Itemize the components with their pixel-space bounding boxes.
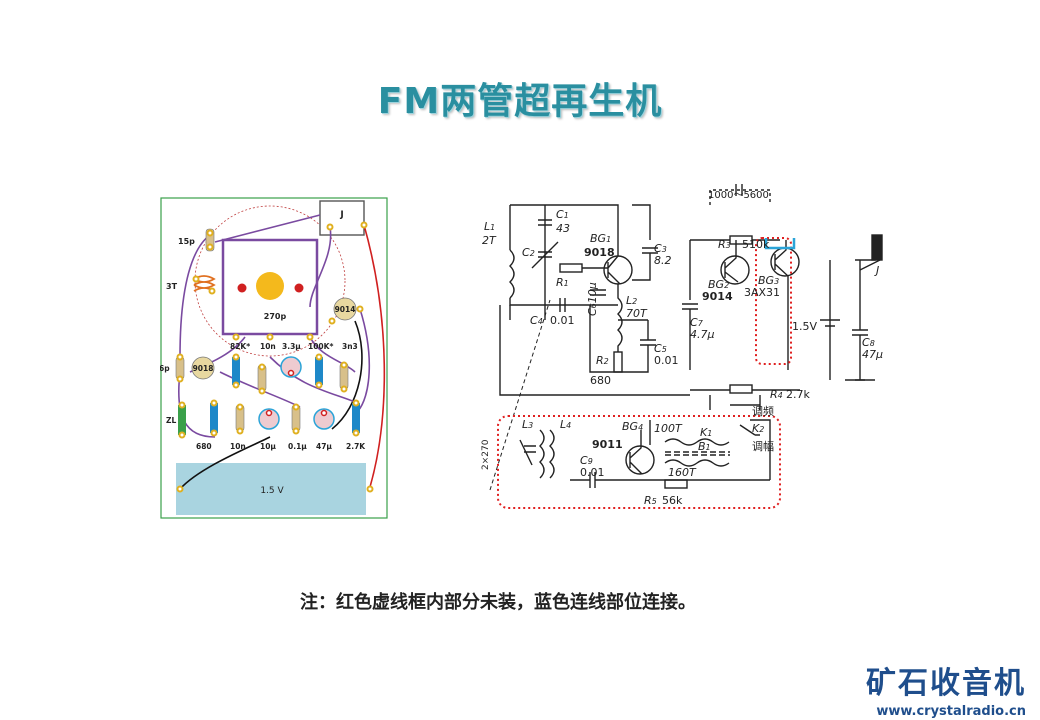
svg-text:9018: 9018 xyxy=(584,246,615,259)
svg-text:1.5V: 1.5V xyxy=(792,320,817,333)
brand-url: www.crystalradio.cn xyxy=(876,704,1026,719)
label-0-1u: 0.1μ xyxy=(288,442,307,451)
label-680: 680 xyxy=(196,442,212,451)
label-82k: 82K* xyxy=(230,342,250,351)
svg-text:C7: C7 xyxy=(690,316,704,329)
label-100k: 100K* xyxy=(308,342,333,351)
svg-text:9014: 9014 xyxy=(702,290,733,303)
svg-text:2×270: 2×270 xyxy=(481,439,491,470)
svg-text:56k: 56k xyxy=(662,494,683,507)
label-9014: 9014 xyxy=(335,305,356,314)
label-9018: 9018 xyxy=(193,364,214,373)
svg-text:2.7k: 2.7k xyxy=(786,388,810,401)
svg-text:9011: 9011 xyxy=(592,438,623,451)
svg-text:1000～5600: 1000～5600 xyxy=(708,190,769,201)
battery-block xyxy=(176,463,366,515)
label-47u: 47μ xyxy=(316,442,332,451)
svg-text:J: J xyxy=(874,264,879,277)
label-jack: J xyxy=(339,210,343,220)
svg-text:R5: R5 xyxy=(644,494,657,507)
svg-text:R4: R4 xyxy=(770,388,783,401)
label-l1: L1 xyxy=(484,220,495,233)
svg-text:C3: C3 xyxy=(654,242,667,255)
svg-text:C8: C8 xyxy=(862,336,875,349)
svg-text:C2: C2 xyxy=(522,246,535,259)
schematic-diagram: L1 2T C1 43 C2 BG1 9018 C3 8.2 R1 C610μ … xyxy=(481,184,883,509)
layout-diagram: 1.5 V 270p J 15p 3T 9014 82K* 10n 3.3μ 1… xyxy=(160,197,388,519)
svg-text:C9: C9 xyxy=(580,454,593,467)
red-box-bg3 xyxy=(755,237,792,365)
svg-text:70T: 70T xyxy=(626,307,648,320)
svg-text:R1: R1 xyxy=(556,276,569,289)
svg-text:BG4: BG4 xyxy=(622,420,643,433)
svg-text:510k: 510k xyxy=(742,238,770,251)
svg-text:L4: L4 xyxy=(560,418,571,431)
svg-text:3AX31: 3AX31 xyxy=(744,286,780,299)
label-10u: 10μ xyxy=(260,442,276,451)
svg-text:0.01: 0.01 xyxy=(654,354,679,367)
note-text: 注：红色虚线框内部分未装，蓝色连线部位连接。 xyxy=(300,592,696,613)
brand: 矿石收音机 www.crystalradio.cn xyxy=(866,658,1026,719)
svg-text:C1: C1 xyxy=(556,208,569,221)
svg-text:8.2: 8.2 xyxy=(654,254,672,267)
page-title: FM两管超再生机 xyxy=(377,81,663,122)
label-3-3u: 3.3μ xyxy=(282,342,301,351)
svg-text:R2: R2 xyxy=(596,354,609,367)
svg-text:C610μ: C610μ xyxy=(586,282,599,316)
svg-text:K1: K1 xyxy=(700,426,712,439)
jack xyxy=(319,200,365,236)
svg-text:4.7μ: 4.7μ xyxy=(690,328,715,341)
svg-text:R3: R3 xyxy=(718,238,731,251)
svg-text:L2: L2 xyxy=(626,294,637,307)
blue-link xyxy=(764,238,796,250)
svg-text:BG3: BG3 xyxy=(758,274,779,287)
label-15p: 15p xyxy=(178,237,195,246)
svg-text:100T: 100T xyxy=(654,422,683,435)
label-3n3: 3n3 xyxy=(342,342,358,351)
brand-name: 矿石收音机 xyxy=(866,666,1026,701)
label-10n-top: 10n xyxy=(260,342,276,351)
label-10n-bottom: 10n xyxy=(230,442,246,451)
label-2-7k: 2.7K xyxy=(346,442,366,451)
svg-text:47μ: 47μ xyxy=(862,348,883,361)
svg-text:2T: 2T xyxy=(482,234,497,247)
label-6p: 6p xyxy=(160,364,170,373)
svg-text:BG2: BG2 xyxy=(708,278,729,291)
red-box-bottom xyxy=(497,415,781,509)
svg-text:调幅: 调幅 xyxy=(752,440,774,453)
svg-text:K2: K2 xyxy=(752,422,764,435)
svg-text:43: 43 xyxy=(556,222,570,235)
svg-text:L3: L3 xyxy=(522,418,533,431)
svg-text:C5: C5 xyxy=(654,342,667,355)
svg-text:0.01: 0.01 xyxy=(550,314,575,327)
svg-text:680: 680 xyxy=(590,374,611,387)
svg-text:BG1: BG1 xyxy=(590,232,611,245)
label-3t: 3T xyxy=(166,282,178,291)
label-zl: ZL xyxy=(166,416,176,425)
label-270p: 270p xyxy=(264,312,287,321)
svg-text:C4: C4 xyxy=(530,314,543,327)
battery-label: 1.5 V xyxy=(260,486,284,496)
svg-text:160T: 160T xyxy=(668,466,697,479)
svg-text:B1: B1 xyxy=(698,440,711,453)
svg-text:0.01: 0.01 xyxy=(580,466,605,479)
svg-text:调频: 调频 xyxy=(752,404,774,418)
